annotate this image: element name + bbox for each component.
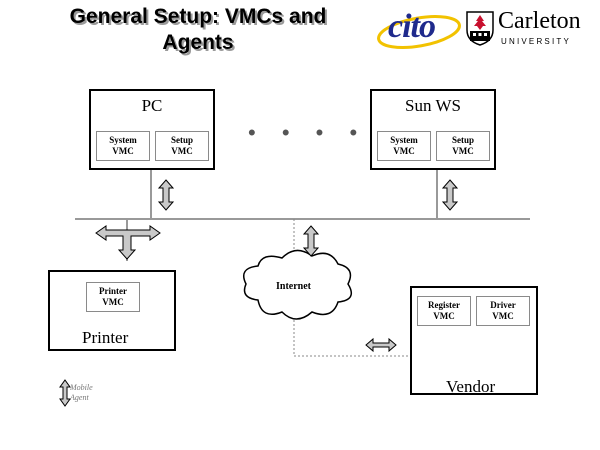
title-line-2: Agents (162, 31, 234, 54)
carleton-subtitle: UNIVERSITY (501, 37, 572, 46)
vmc-line-1: Driver (490, 300, 516, 310)
title-line-1: General Setup: VMCs and (69, 5, 327, 28)
mobile-agent-arrow-icon (59, 379, 71, 407)
vmc-line-1: Setup (170, 135, 193, 145)
internet-cloud (243, 249, 353, 320)
carleton-crest-icon (466, 11, 494, 46)
internet-vendor-link (293, 316, 412, 357)
vmc-line-1: Register (428, 300, 460, 310)
sun-ws-node: Sun WS System VMC Setup VMC (370, 89, 496, 170)
sun-setup-vmc: Setup VMC (436, 131, 490, 161)
legend-label: Mobile Agent (70, 383, 93, 403)
vmc-line-1: System (390, 135, 418, 145)
pc-label: PC (141, 96, 163, 115)
more-nodes-ellipsis: • • • • • (248, 120, 401, 145)
mobile-agent-arrow-pc (157, 179, 175, 211)
page-title: General Setup: VMCs and Agents (28, 4, 368, 56)
sun-ws-label: Sun WS (405, 96, 461, 115)
vendor-node: Register VMC Driver VMC Vendor (410, 286, 538, 396)
vmc-line-1: Setup (451, 135, 474, 145)
cito-logo-text: cito (388, 8, 436, 45)
vmc-line-2: VMC (492, 311, 514, 321)
vmc-line-1: System (109, 135, 137, 145)
mobile-agent-arrow-sun (441, 179, 459, 211)
sun-system-vmc: System VMC (377, 131, 431, 161)
legend-line-1: Mobile (70, 383, 93, 392)
vmc-line-2: VMC (171, 146, 193, 156)
mobile-agent-arrow-vendor (365, 337, 397, 353)
pc-system-vmc: System VMC (96, 131, 150, 161)
vmc-line-2: VMC (433, 311, 455, 321)
pc-node: PC System VMC Setup VMC (89, 89, 215, 170)
carleton-name: Carleton (498, 8, 581, 34)
vmc-line-2: VMC (393, 146, 415, 156)
mobile-agent-arrow-printer (95, 225, 161, 260)
vendor-driver-vmc: Driver VMC (476, 296, 530, 326)
vendor-label: Vendor (446, 377, 496, 396)
cito-logo-icon (377, 14, 461, 50)
printer-label: Printer (82, 328, 129, 347)
vendor-register-vmc: Register VMC (417, 296, 471, 326)
vmc-line-2: VMC (452, 146, 474, 156)
legend-line-2: Agent (70, 393, 89, 402)
vmc-line-2: VMC (112, 146, 134, 156)
vmc-line-1: Printer (99, 286, 127, 296)
vmc-line-2: VMC (102, 297, 124, 307)
printer-vmc: Printer VMC (86, 282, 140, 312)
printer-node: Printer VMC Printer (48, 270, 176, 351)
mobile-agent-arrow-internet (302, 225, 320, 257)
pc-setup-vmc: Setup VMC (155, 131, 209, 161)
internet-label: Internet (276, 281, 311, 292)
